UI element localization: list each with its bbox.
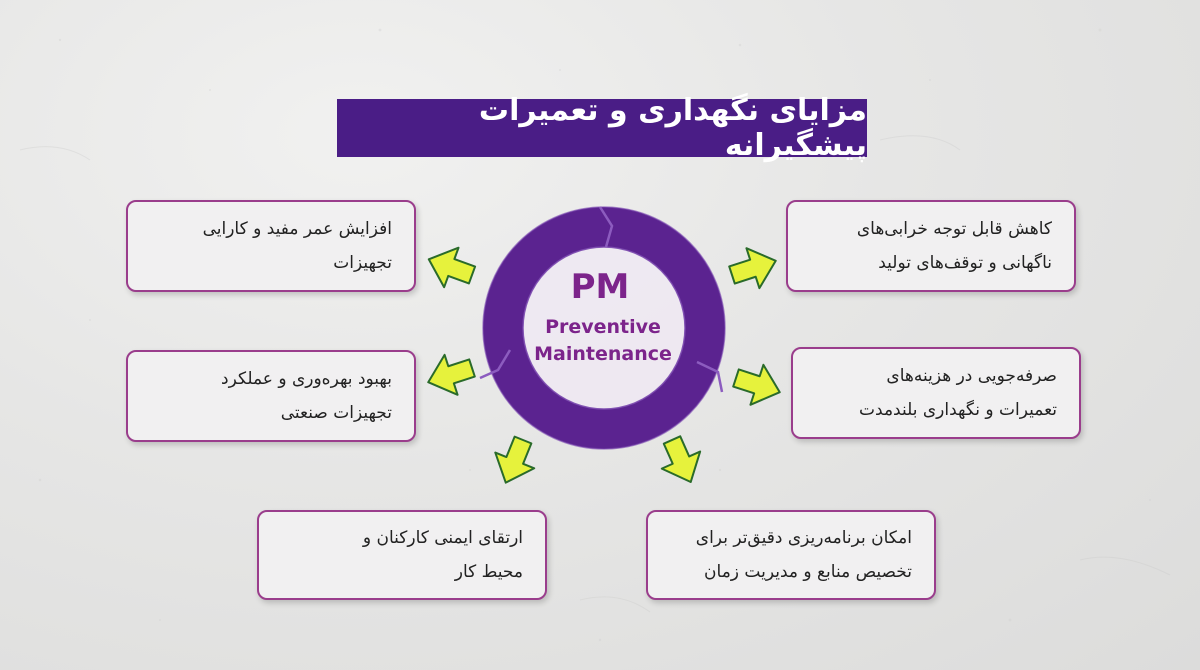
arrow-top-right (724, 239, 784, 296)
arrow-bottom-right (651, 430, 711, 492)
arrow-bottom-left (485, 431, 544, 492)
benefit-box-productivity: بهبود بهره‌وری و عملکرد تجهیزات صنعتی (126, 350, 416, 442)
benefit-box-planning: امکان برنامه‌ریزی دقیق‌تر برای تخصیص منا… (646, 510, 936, 600)
pm-label-preventive: Preventive (545, 316, 661, 338)
benefit-text-line: تجهیزات صنعتی (280, 403, 392, 423)
arrow-middle-right (728, 357, 788, 414)
benefit-text-line: محیط کار (454, 562, 523, 582)
arrow-top-left (420, 238, 481, 296)
benefit-text-line: کاهش قابل توجه خرابی‌های (856, 219, 1052, 239)
benefit-text-line: صرفه‌جویی در هزینه‌های (886, 366, 1057, 386)
pm-cycle-ring (479, 206, 726, 450)
benefit-text-line: افزایش عمر مفید و کارایی (202, 219, 392, 239)
benefit-text-line: بهبود بهره‌وری و عملکرد (221, 369, 392, 389)
benefit-text-line: ارتقای ایمنی کارکنان و (362, 528, 523, 548)
benefit-text-line: امکان برنامه‌ریزی دقیق‌تر برای (695, 528, 912, 548)
benefit-box-equipment-life: افزایش عمر مفید و کارایی تجهیزات (126, 200, 416, 292)
arrow-middle-left (420, 347, 480, 404)
pm-label-maintenance: Maintenance (534, 343, 672, 365)
benefit-text-line: تخصیص منابع و مدیریت زمان (704, 562, 912, 582)
benefit-box-cost-saving: صرفه‌جویی در هزینه‌های تعمیرات و نگهداری… (791, 347, 1081, 439)
benefit-box-reduce-breakdowns: کاهش قابل توجه خرابی‌های ناگهانی و توقف‌… (786, 200, 1076, 292)
benefit-box-safety: ارتقای ایمنی کارکنان و محیط کار (257, 510, 547, 600)
benefit-text-line: ناگهانی و توقف‌های تولید (878, 253, 1052, 273)
benefit-text-line: تعمیرات و نگهداری بلندمدت (859, 400, 1057, 420)
benefit-text-line: تجهیزات (333, 253, 392, 273)
pm-abbreviation: PM (571, 267, 630, 307)
